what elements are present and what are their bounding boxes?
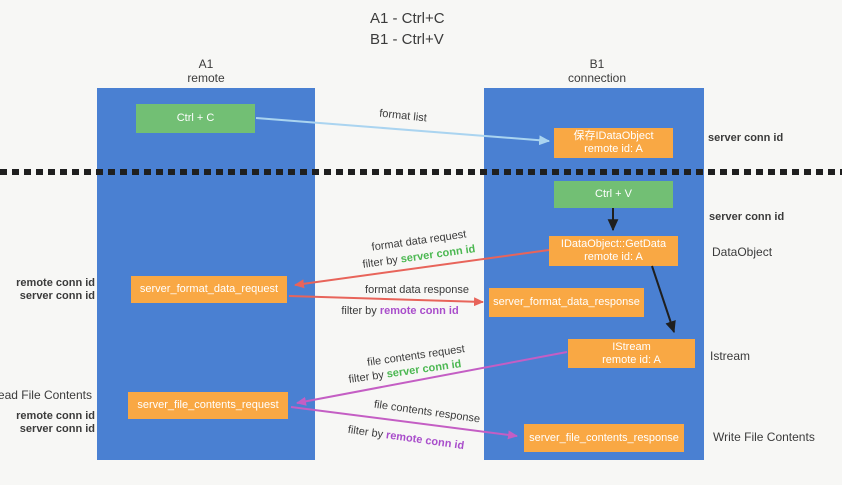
right-label-istream: Istream [710, 349, 751, 363]
node-getdata-line2: remote id: A [584, 251, 643, 263]
node-save-idataobject: 保存IDataObject remote id: A [554, 128, 673, 158]
node-idataobject-getdata: IDataObject::GetData remote id: A [549, 236, 678, 266]
title-line-2: B1 - Ctrl+V [370, 31, 444, 48]
node-getdata-line1: IDataObject::GetData [560, 238, 667, 250]
node-format-response-label: server_format_data_response [493, 296, 640, 308]
node-file-response-label: server_file_contents_response [529, 431, 679, 444]
node-ctrl-v: Ctrl + V [554, 181, 673, 208]
lane-b1-name: B1 [589, 57, 605, 71]
label-format-list: format list [378, 107, 428, 125]
node-ctrl-c: Ctrl + C [136, 104, 255, 133]
diagram-title: A1 - Ctrl+C B1 - Ctrl+V [370, 8, 445, 50]
label-format-data-response: format data response [365, 284, 469, 296]
right-label-dataobject: DataObject [712, 245, 773, 259]
node-server-file-contents-response: server_file_contents_response [524, 424, 684, 452]
node-istream: IStream remote id: A [568, 339, 695, 368]
node-save-idataobject-line1: 保存IDataObject [573, 130, 654, 142]
node-istream-line2: remote id: A [602, 353, 661, 366]
label-filter-by-remote-conn-id-2: filter by remote conn id [347, 423, 465, 453]
node-server-format-data-response: server_format_data_response [489, 288, 644, 317]
left-label-server-conn-id-1: server conn id [19, 290, 95, 302]
node-ctrl-c-label: Ctrl + C [176, 112, 215, 124]
node-server-format-data-request: server_format_data_request [131, 276, 287, 303]
node-file-request-label: server_file_contents_request [137, 399, 279, 411]
left-label-remote-conn-id-1: remote conn id [16, 277, 95, 289]
title-line-1: A1 - Ctrl+C [370, 10, 445, 27]
machine-boundary-dashed-line [0, 169, 842, 175]
lane-a1-role: remote [187, 71, 225, 85]
lane-b1-role: connection [567, 71, 627, 85]
node-format-request-label: server_format_data_request [139, 283, 279, 295]
node-server-file-contents-request: server_file_contents_request [128, 392, 288, 419]
node-ctrl-v-label: Ctrl + V [595, 188, 632, 200]
lane-a1-name: A1 [198, 57, 214, 71]
left-label-read-file-contents: Read File Contents [0, 388, 92, 402]
right-label-write-file-contents: Write File Contents [713, 430, 815, 444]
label-filter-by-remote-conn-id-1: filter by remote conn id [341, 305, 459, 317]
left-label-server-conn-id-2: server conn id [19, 423, 95, 435]
left-label-remote-conn-id-2: remote conn id [16, 410, 95, 422]
lane-header-a1-remote: A1 remote [136, 57, 276, 85]
arrow-format-data-response [288, 295, 484, 307]
node-save-idataobject-line2: remote id: A [584, 143, 643, 155]
right-label-server-conn-id-2: server conn id [709, 211, 785, 223]
node-istream-line1: IStream [612, 340, 651, 353]
right-label-server-conn-id-1: server conn id [708, 132, 784, 144]
label-file-contents-response: file contents response [373, 398, 481, 426]
lane-header-b1-connection: B1 connection [527, 57, 667, 85]
